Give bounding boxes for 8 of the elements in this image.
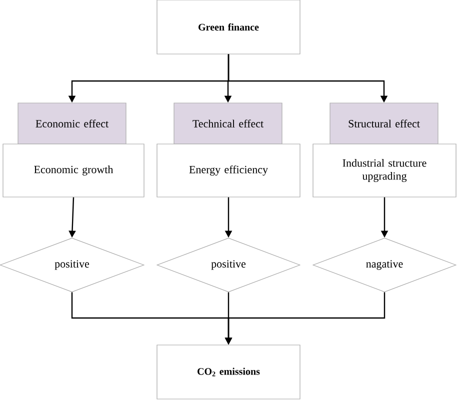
- effect-tab: Structural effect: [330, 102, 438, 144]
- process-box: CO$_{2}$ emissions: [156, 344, 300, 400]
- factor-box: Economic growth: [2, 144, 144, 198]
- factor-box: Industrial structure upgrading: [312, 144, 456, 198]
- factor-box: Energy efficiency: [156, 144, 300, 198]
- effect-tab: Technical effect: [174, 102, 282, 144]
- process-box: Green finance: [156, 0, 300, 54]
- effect-tab: Economic effect: [18, 102, 126, 144]
